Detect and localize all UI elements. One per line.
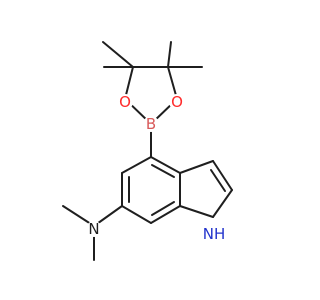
bond-me3-c2 (167, 41, 172, 68)
molecule-structure: O O B N NH (62, 41, 233, 261)
bond-c7-c7a (150, 205, 181, 224)
oxygen-right-label: O (171, 93, 183, 111)
bond-c2-o2 (167, 66, 178, 100)
bond-c1-o1 (124, 66, 134, 100)
bond-c4-c5 (121, 156, 152, 174)
atom-oxygen-right: O (169, 93, 185, 111)
atom-amine-nitrogen: N (86, 220, 102, 238)
atom-indole-nh: NH (201, 225, 227, 243)
bond-me1-c1 (102, 41, 134, 68)
bond-c3-c2-double (210, 169, 226, 192)
indole-nh-label: NH (203, 225, 226, 243)
amine-nitrogen-label: N (88, 220, 99, 238)
bond-n1-c7a (179, 205, 214, 218)
bond-n-me1 (62, 205, 95, 227)
atom-oxygen-left: O (117, 93, 133, 111)
bond-c3a-c4 (150, 156, 181, 174)
boron-label: B (146, 115, 156, 133)
bond-c3a-c3 (179, 160, 214, 174)
oxygen-left-label: O (119, 93, 131, 111)
bond-c7-c7a-double (151, 201, 175, 216)
atom-boron: B (143, 115, 159, 133)
bond-c2-n1 (212, 189, 233, 218)
bond-c3-c2 (212, 160, 233, 191)
molecule-canvas: O O B N NH (62, 41, 233, 261)
bond-c6-c7 (121, 205, 152, 224)
bond-c3a-c4-double (151, 164, 175, 178)
